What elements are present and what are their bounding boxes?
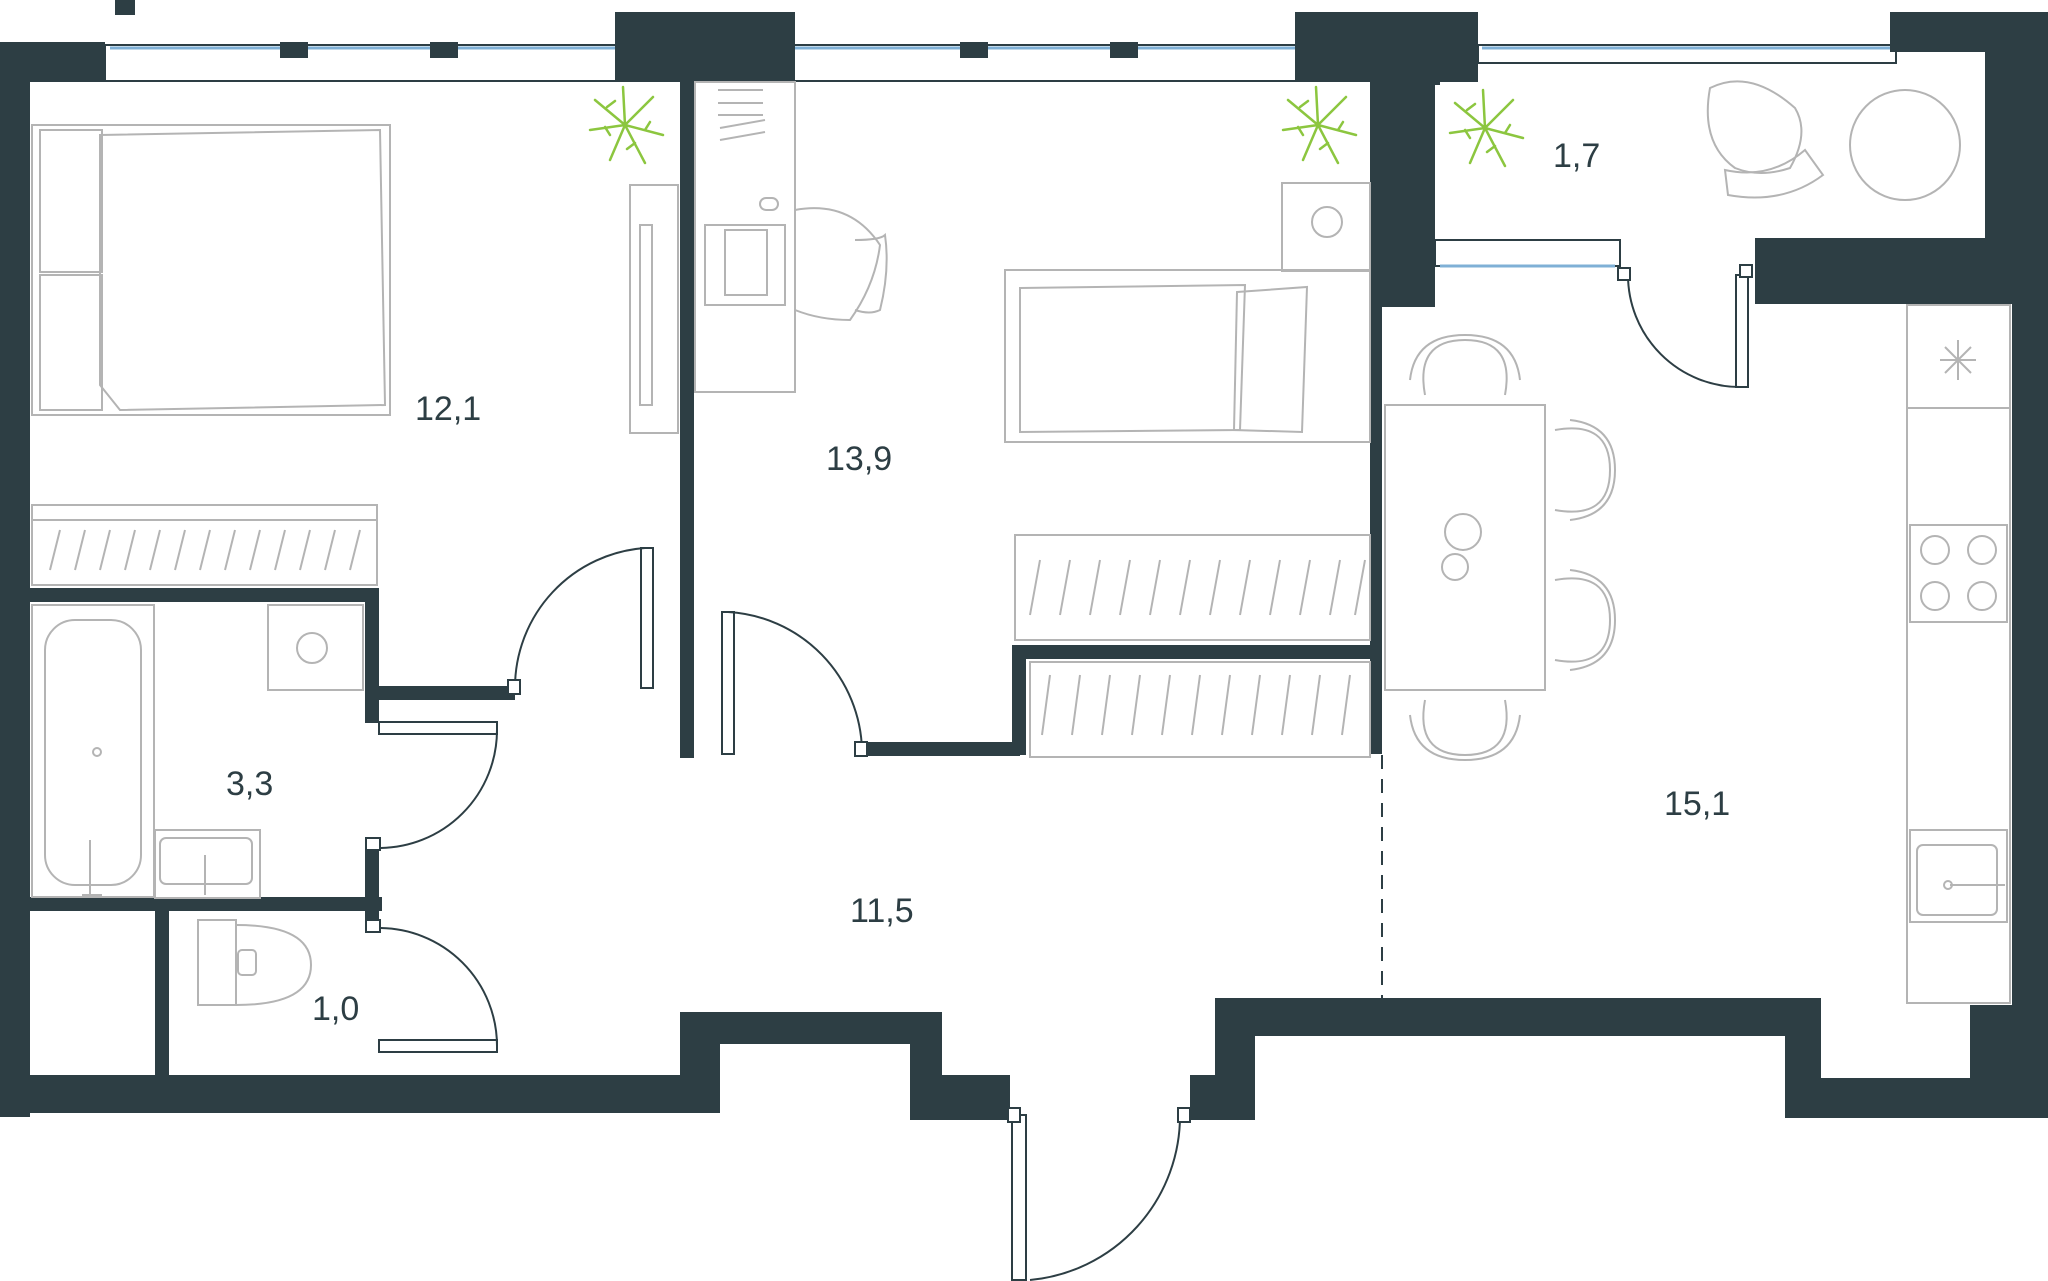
round-table-icon bbox=[1849, 89, 1961, 201]
walls bbox=[0, 0, 2048, 1120]
bathtub-icon bbox=[31, 604, 155, 898]
door-icon bbox=[365, 264, 1753, 1281]
window-icon bbox=[104, 44, 1897, 268]
plant-icon bbox=[588, 85, 665, 165]
washing-machine-icon bbox=[267, 604, 364, 691]
sink-icon bbox=[1909, 829, 2008, 923]
chair-icon bbox=[1409, 333, 1617, 762]
plant-icon bbox=[1448, 88, 1525, 168]
room-area-label: 12,1 bbox=[415, 390, 481, 428]
washing-machine-icon bbox=[1281, 182, 1371, 272]
kitchen-counter bbox=[1906, 304, 2011, 1004]
desk-icon bbox=[694, 81, 796, 393]
room-area-label: 1,7 bbox=[1553, 137, 1600, 175]
dining-table-icon bbox=[1384, 404, 1546, 691]
room-area-label: 11,5 bbox=[850, 892, 914, 930]
sink-icon bbox=[154, 829, 261, 899]
chair-icon bbox=[794, 207, 888, 322]
room-area-label: 1,0 bbox=[312, 990, 359, 1028]
armchair-icon bbox=[1706, 80, 1825, 199]
toilet-icon bbox=[197, 919, 313, 1006]
room-area-label: 13,9 bbox=[826, 440, 892, 478]
plant-icon bbox=[1281, 85, 1358, 165]
wardrobe-icon bbox=[1014, 534, 1371, 758]
room-area-label: 3,3 bbox=[226, 765, 273, 803]
bed-icon bbox=[31, 124, 391, 416]
room-area-label: 15,1 bbox=[1664, 785, 1730, 823]
wardrobe-icon bbox=[31, 504, 378, 586]
stove-icon bbox=[1909, 524, 2008, 623]
bed-icon bbox=[1004, 269, 1371, 443]
tv-stand-icon bbox=[629, 184, 679, 434]
